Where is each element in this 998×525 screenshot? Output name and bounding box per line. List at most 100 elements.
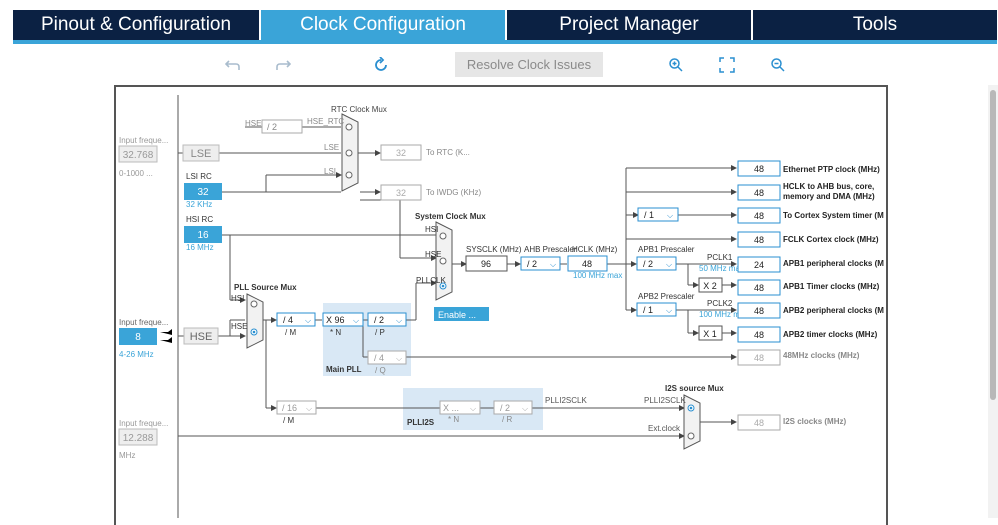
redo-icon[interactable] [272,55,294,75]
lsi-value: 32 [197,187,209,198]
i2s-input-frequency-field[interactable] [118,428,158,446]
hclk-ahb-label: HCLK to AHB bus, core, [783,182,874,191]
scrollbar-thumb[interactable] [990,90,996,400]
apb1-peripheral-clocks-field[interactable] [737,256,781,273]
rtc-mux-title: RTC Clock Mux [331,105,387,114]
tab-bar: Pinout & Configuration Clock Configurati… [13,10,997,43]
pll-q-divider[interactable] [367,350,407,365]
i2s-source-mux[interactable] [683,394,701,450]
hse-input-label: Input freque... [119,318,168,327]
cortex-timer-divider[interactable] [637,207,679,222]
ahb-prescaler-label: AHB Prescaler [524,245,577,254]
pll-source-mux[interactable] [246,293,264,349]
plli2s-n-label: * N [448,415,459,424]
pclk1-label: PCLK1 [707,253,733,262]
plli2s-m-value: / 16 [282,403,297,413]
plli2s-n-multiplier[interactable] [439,400,481,415]
apb2-timer-clocks-value: 48 [754,330,764,340]
plli2s-r-label: / R [502,415,512,424]
i2s-mux-ext-label: Ext.clock [648,424,681,433]
tab-clock-configuration[interactable]: Clock Configuration [261,10,507,40]
ahb-prescaler-value: / 2 [527,259,537,269]
fclk-cortex-clock-value: 48 [754,235,764,245]
hse-rtc-divider[interactable] [261,119,303,134]
pll-q-value: / 4 [374,353,384,363]
resolve-clock-issues-button[interactable]: Resolve Clock Issues [455,52,603,77]
tab-tools[interactable]: Tools [753,10,997,40]
hse-input-frequency-field[interactable] [119,328,157,345]
main-pll-label: Main PLL [326,365,362,374]
ethernet-ptp-clock-field[interactable] [737,160,781,177]
tab-pinout-configuration[interactable]: Pinout & Configuration [13,10,261,40]
enable-css-button[interactable] [434,307,489,321]
48mhz-clocks-value: 48 [754,353,764,363]
lse-input-frequency-field[interactable] [118,145,158,163]
fclk-cortex-clock-label: FCLK Cortex clock (MHz) [783,235,879,244]
apb2-peripheral-clocks-label: APB2 peripheral clocks (M [783,306,884,315]
rtc-output-field [380,144,422,161]
apb1-timer-clocks-label: APB1 Timer clocks (MHz) [783,282,880,291]
hclk-field[interactable] [567,255,608,272]
zoom-in-icon[interactable] [665,55,687,75]
hclk-ahb-value: 48 [754,188,764,198]
cortex-timer-divider-value: / 1 [644,210,654,220]
hclk-value: 48 [582,259,592,269]
plli2sclk-label: PLLI2SCLK [545,396,587,405]
48mhz-clocks-field [737,349,781,366]
pll-p-label: / P [375,328,385,337]
undo-icon[interactable] [222,55,244,75]
apb1-prescaler-label: APB1 Prescaler [638,245,695,254]
i2s-source-mux-title: I2S source Mux [665,384,724,393]
plli2s-r-divider[interactable] [493,400,533,415]
apb2-prescaler[interactable] [636,302,677,317]
pll-p-value: / 2 [374,315,384,325]
pll-n-multiplier[interactable] [322,312,364,327]
apb1-prescaler[interactable] [636,256,677,271]
apb1-prescaler-value: / 2 [643,259,653,269]
zoom-out-icon[interactable] [767,55,789,75]
ethernet-ptp-clock-label: Ethernet PTP clock (MHz) [783,165,880,174]
pll-p-divider[interactable] [367,312,407,327]
apb2-peripheral-clocks-field[interactable] [737,302,781,319]
rtc-output-label: To RTC (K... [426,148,470,157]
hsi-title: HSI RC [186,215,213,224]
refresh-icon[interactable] [370,55,392,75]
apb1-timer-clocks-field[interactable] [737,279,781,296]
apb2-timer-multiplier-value: X 1 [703,329,717,339]
chevron-down-icon: ⌵ [666,306,672,315]
plli2s-r-value: / 2 [500,403,510,413]
pll-m-divider[interactable] [276,312,316,327]
tab-project-manager[interactable]: Project Manager [507,10,753,40]
hclk-max: 100 MHz max [573,271,622,280]
chevron-down-icon: ⌵ [550,260,556,269]
plli2s-m-divider[interactable] [276,400,317,415]
apb2-peripheral-clocks-value: 48 [754,306,764,316]
sysclk-label: SYSCLK (MHz) [466,245,522,254]
lse-input-label: Input freque... [119,136,168,145]
chevron-down-icon: ⌵ [667,211,673,220]
ahb-prescaler[interactable] [520,256,561,271]
48mhz-clocks-label: 48MHz clocks (MHz) [783,351,860,360]
fit-icon[interactable] [716,55,738,75]
lse-oscillator[interactable] [182,144,220,162]
apb1-timer-multiplier-value: X 2 [703,281,717,291]
apb2-timer-multiplier [698,325,723,341]
enable-css-label: Enable ... [438,310,476,320]
ethernet-ptp-clock-value: 48 [754,164,764,174]
cortex-system-timer-field[interactable] [737,207,781,224]
apb2-timer-clocks-field[interactable] [737,326,781,343]
pll-source-hsi-label: HSI [231,294,244,303]
hse-label: HSE [190,331,213,343]
hse-input-value: 8 [135,332,141,343]
plli2s-m-label: / M [283,416,294,425]
hclk-ahb-field[interactable] [737,184,781,201]
hse-oscillator[interactable] [183,327,219,345]
hsi-value: 16 [197,230,209,241]
i2s-input-label: Input freque... [119,419,168,428]
pll-n-label: * N [330,328,341,337]
sysclk-mux-hsi-label: HSI [425,225,438,234]
sysclk-field [465,255,508,272]
hclk-label: HCLK (MHz) [572,245,618,254]
fclk-cortex-clock-field[interactable] [737,231,781,248]
apb1-max: 50 MHz max [699,264,744,273]
